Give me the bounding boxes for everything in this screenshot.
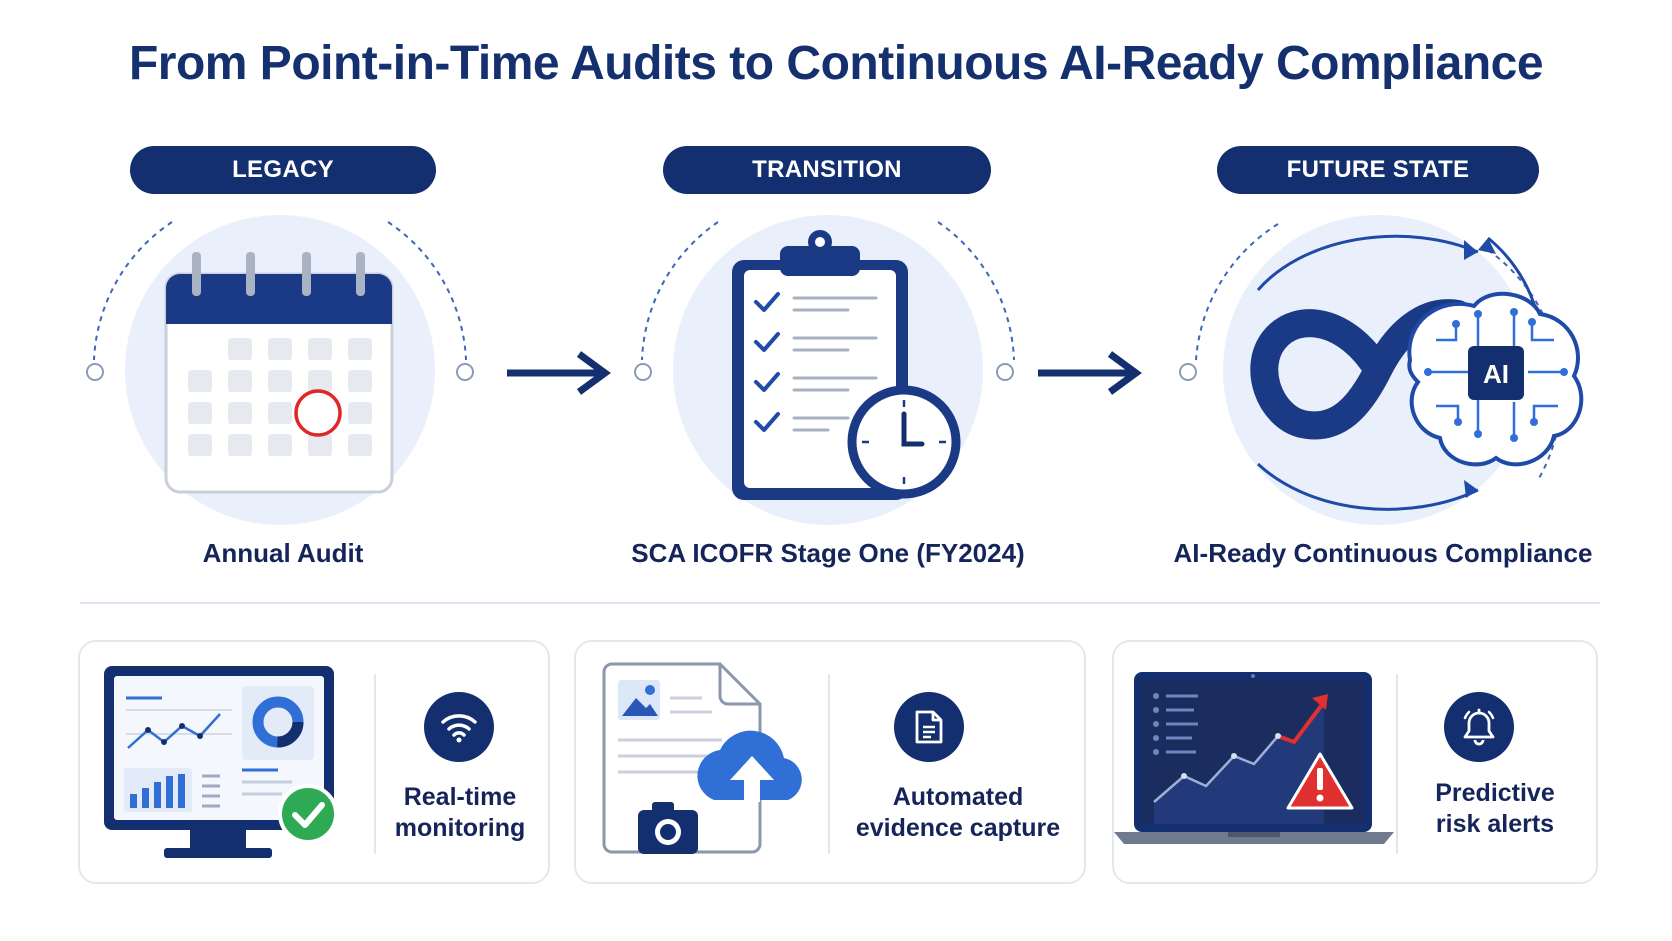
clipboard-clock-icon — [634, 215, 1015, 525]
ai-badge-text: AI — [1483, 359, 1509, 389]
stage-label-annual-audit: Annual Audit — [202, 538, 364, 568]
infinity-ai-brain-icon: AI — [1179, 215, 1584, 525]
calendar-icon — [86, 215, 474, 525]
monitor-dashboard-icon — [104, 666, 338, 858]
stage-pill-legacy: LEGACY — [130, 146, 436, 194]
arrow-right-icon — [1038, 351, 1142, 395]
section-divider — [80, 602, 1600, 604]
feature-label-realtime-monitoring: Real-time monitoring — [394, 783, 526, 842]
feature-card-automated-evidence: Automated evidence capture — [574, 640, 1086, 884]
stage-label-sca-icofr: SCA ICOFR Stage One (FY2024) — [631, 538, 1025, 568]
document-icon — [894, 692, 964, 762]
feature-label-predictive-risk: Predictive risk alerts — [1435, 779, 1555, 838]
page-title: From Point-in-Time Audits to Continuous … — [128, 37, 1544, 90]
feature-card-predictive-risk: Predictive risk alerts — [1112, 640, 1598, 884]
bell-icon — [1444, 692, 1514, 762]
feature-card-realtime-monitoring: Real-time monitoring — [78, 640, 550, 884]
stage-pill-transition: TRANSITION — [663, 146, 991, 194]
arrow-right-icon — [507, 351, 611, 395]
stage-pill-future-state: FUTURE STATE — [1217, 146, 1539, 194]
laptop-risk-chart-icon — [1114, 672, 1394, 844]
stage-label-ai-ready: AI-Ready Continuous Compliance — [1173, 538, 1593, 568]
document-cloud-camera-icon — [602, 662, 802, 854]
feature-label-automated-evidence: Automated evidence capture — [855, 783, 1061, 842]
wifi-icon — [424, 692, 494, 762]
